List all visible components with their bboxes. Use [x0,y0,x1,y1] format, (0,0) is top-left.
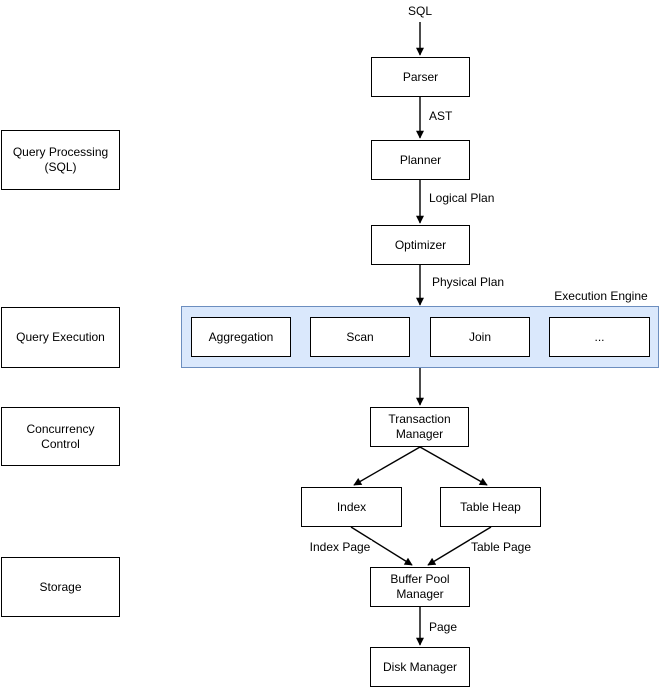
node-index: Index [301,487,402,527]
node-aggregation: Aggregation [191,317,291,357]
layer-concurrency-control: Concurrency Control [1,407,120,466]
logical-plan-edge-label: Logical Plan [428,191,496,205]
node-buffer-pool-manager: Buffer Pool Manager [370,567,470,607]
index-page-edge-label: Index Page [308,540,372,554]
layer-query-execution: Query Execution [1,307,120,368]
table-page-edge-label: Table Page [469,540,533,554]
page-edge-label: Page [428,620,459,634]
node-more-operators: ... [549,317,650,357]
execution-engine-label: Execution Engine [554,289,648,303]
sql-input-label: SQL [406,4,434,18]
ast-edge-label: AST [428,109,454,123]
node-parser: Parser [371,57,470,97]
node-disk-manager: Disk Manager [370,647,470,687]
node-join: Join [430,317,530,357]
edge-transaction-manager-to-table-heap [419,446,488,486]
node-table-heap: Table Heap [440,487,541,527]
layer-storage: Storage [1,557,120,617]
physical-plan-edge-label: Physical Plan [431,275,506,289]
edge-transaction-manager-to-index [353,446,421,486]
node-scan: Scan [310,317,410,357]
layer-query-processing: Query Processing (SQL) [1,130,120,190]
node-planner: Planner [371,140,470,180]
node-optimizer: Optimizer [371,225,470,265]
node-transaction-manager: Transaction Manager [370,407,469,447]
